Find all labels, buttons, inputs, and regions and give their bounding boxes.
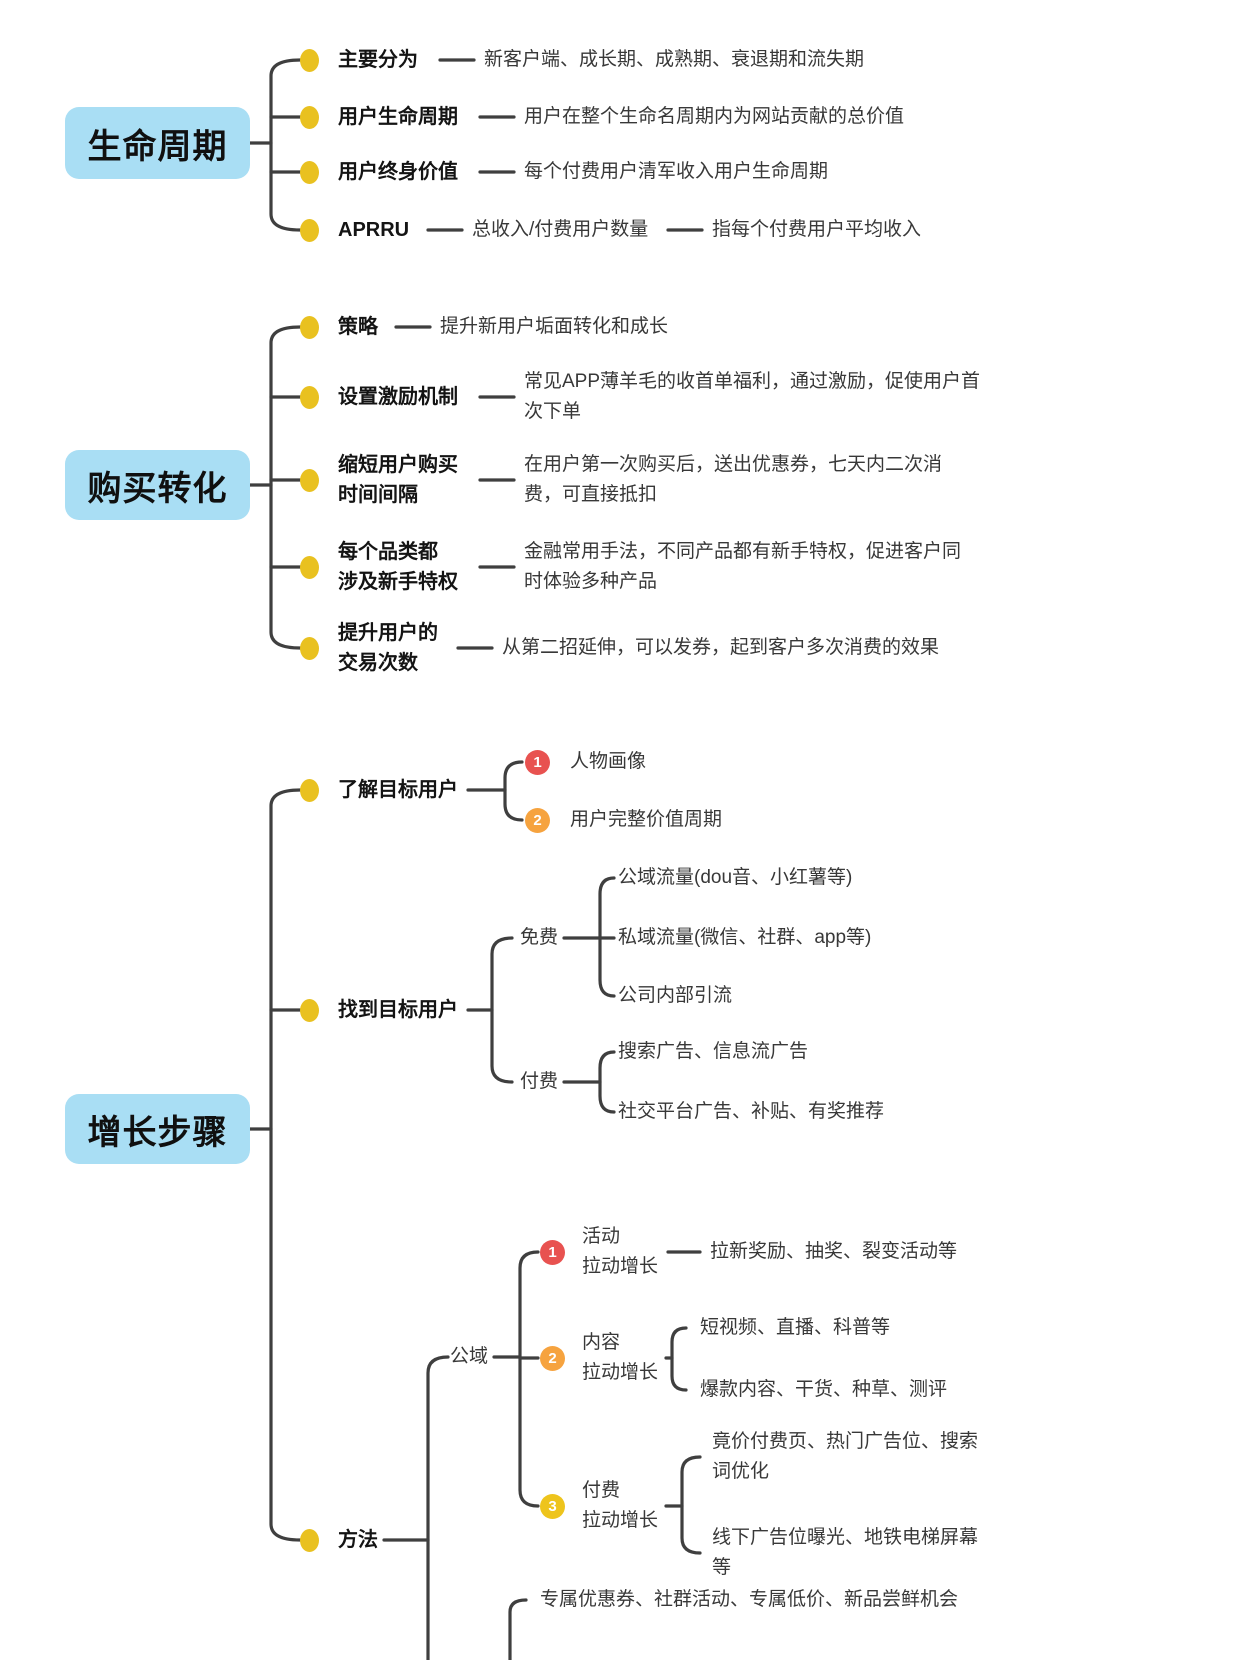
leaf-text[interactable]: 公司内部引流 [618,985,733,1006]
leaf-text[interactable]: 私域流量(微信、社群、app等) [618,927,872,948]
topic-growth-steps[interactable]: 增长步骤 [65,1094,250,1164]
branch-label[interactable]: 主要分为 [338,49,418,71]
bullet-icon [300,1529,319,1552]
bullet-icon [300,49,319,72]
number-3-icon: 3 [540,1494,565,1519]
branch-label[interactable]: 找到目标用户 [338,999,458,1021]
leaf-text[interactable]: 线下广告位曝光、地铁电梯屏幕 等 [712,1527,979,1578]
topic-lifecycle[interactable]: 生命周期 [65,107,250,179]
branch-desc[interactable]: 提升新用户垢面转化和成长 [440,316,669,337]
leaf-text[interactable]: 社交平台广告、补贴、有奖推荐 [618,1101,885,1122]
branch-desc[interactable]: 新客户端、成长期、成熟期、衰退期和流失期 [484,49,865,70]
branch-desc[interactable]: 指每个付费用户平均收入 [712,219,922,240]
branch-mid[interactable]: 总收入/付费用户数量 [472,219,649,240]
branch-desc[interactable]: 在用户第一次购买后，送出优惠券，七天内二次消 费，可直接抵扣 [524,454,943,505]
topic-purchase-conversion[interactable]: 购买转化 [65,450,250,520]
leaf-text[interactable]: 搜索广告、信息流广告 [618,1041,809,1062]
leaf-text[interactable]: 拉新奖励、抽奖、裂变活动等 [710,1241,958,1262]
group-label-free[interactable]: 免费 [520,927,559,948]
bullet-icon [300,556,319,579]
branch-desc[interactable]: 从第二招延伸，可以发券，起到客户多次消费的效果 [502,637,940,658]
method-label[interactable]: 付费 拉动增长 [582,1480,659,1531]
leaf-text[interactable]: 短视频、直播、科普等 [700,1317,891,1338]
number-2-icon: 2 [540,1346,565,1371]
branch-label[interactable]: 缩短用户购买 时间间隔 [338,454,458,506]
branch-label[interactable]: 设置激励机制 [338,386,458,408]
branch-label[interactable]: 每个品类都 涉及新手特权 [338,541,458,593]
leaf-text[interactable]: 爆款内容、干货、种草、测评 [700,1379,948,1400]
channel-label-public[interactable]: 公域 [450,1346,489,1367]
bullet-icon [300,469,319,492]
leaf-text[interactable]: 人物画像 [570,751,647,772]
branch-desc[interactable]: 金融常用手法，不同产品都有新手特权，促进客户同 时体验多种产品 [524,541,962,592]
number-2-icon: 2 [525,808,550,833]
branch-label[interactable]: APRRU [338,219,410,241]
method-label[interactable]: 活动 拉动增长 [582,1226,659,1277]
leaf-text[interactable]: 竟价付费页、热门广告位、搜索 词优化 [712,1431,979,1482]
method-label[interactable]: 内容 拉动增长 [582,1332,659,1383]
number-1-icon: 1 [525,750,550,775]
bullet-icon [300,637,319,660]
leaf-text[interactable]: 用户完整价值周期 [570,809,723,830]
bullet-icon [300,219,319,242]
bullet-icon [300,316,319,339]
branch-label[interactable]: 了解目标用户 [338,779,458,801]
bullet-icon [300,999,319,1022]
bullet-icon [300,386,319,409]
branch-label[interactable]: 用户终身价值 [338,161,458,183]
branch-desc[interactable]: 每个付费用户清军收入用户生命周期 [524,161,829,182]
branch-label[interactable]: 方法 [338,1529,378,1551]
leaf-text[interactable]: 公域流量(dou音、小红薯等) [618,867,853,888]
group-label-paid[interactable]: 付费 [520,1071,559,1092]
bullet-icon [300,779,319,802]
bullet-icon [300,161,319,184]
branch-label[interactable]: 用户生命周期 [338,106,458,128]
bullet-icon [300,106,319,129]
branch-desc[interactable]: 常见APP薄羊毛的收首单福利，通过激励，促使用户首 次下单 [524,371,981,422]
branch-label[interactable]: 提升用户的 交易次数 [338,622,438,674]
branch-desc[interactable]: 用户在整个生命名周期内为网站贡献的总价值 [524,106,905,127]
number-1-icon: 1 [540,1240,565,1265]
branch-label[interactable]: 策略 [338,316,378,338]
leaf-text[interactable]: 专属优惠券、社群活动、专属低价、新品尝鲜机会 [540,1589,959,1610]
